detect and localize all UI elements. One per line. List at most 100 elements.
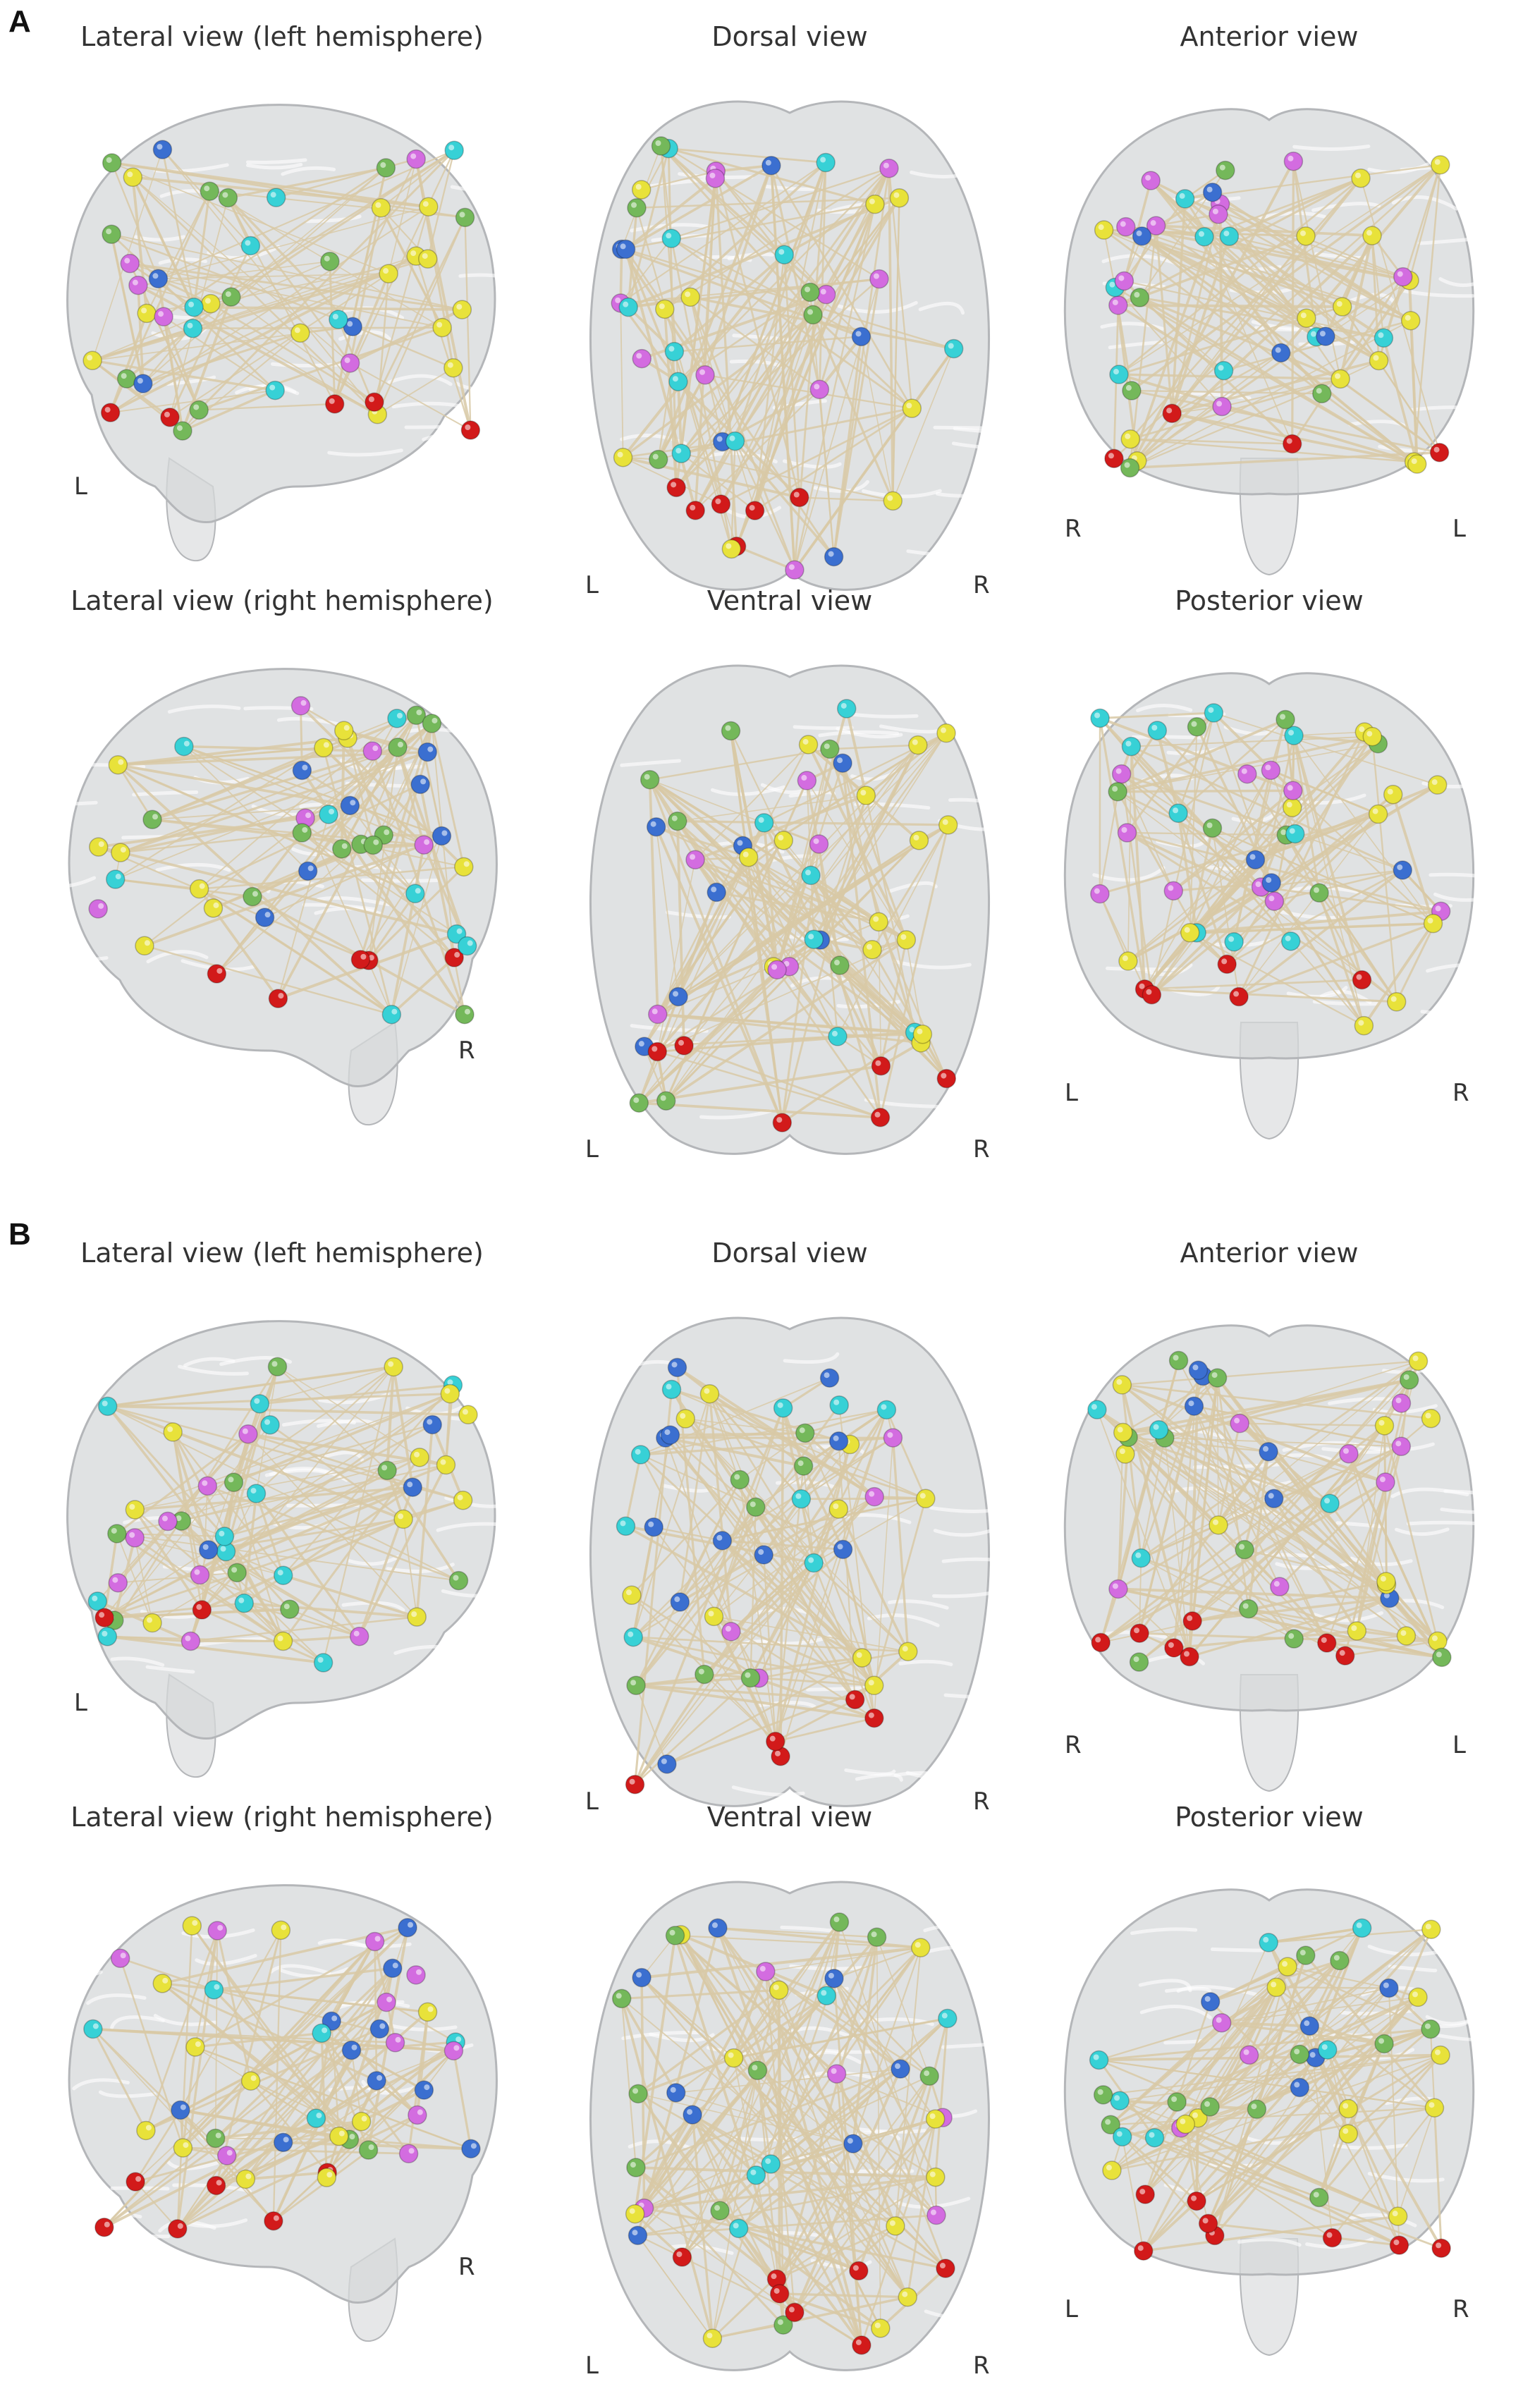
node-highlight <box>716 1535 722 1541</box>
network-node <box>721 721 740 740</box>
node-highlight <box>875 2323 881 2328</box>
node-highlight <box>1120 221 1126 227</box>
network-node <box>103 154 121 172</box>
network-node <box>126 1529 144 1547</box>
node-highlight <box>216 2180 222 2185</box>
network-node <box>1321 1494 1339 1512</box>
node-highlight <box>778 1402 783 1408</box>
network-node <box>667 2084 685 2102</box>
network-node <box>1132 1549 1150 1567</box>
node-highlight <box>205 298 211 304</box>
node-highlight <box>943 819 948 825</box>
view-title: Ventral view <box>536 1802 1044 1833</box>
node-highlight <box>1436 2242 1441 2248</box>
node-highlight <box>1122 827 1127 833</box>
network-node <box>628 199 646 217</box>
node-highlight <box>1145 175 1151 181</box>
node-highlight <box>930 2113 936 2119</box>
node-highlight <box>455 2036 461 2042</box>
network-node <box>330 2127 348 2146</box>
node-highlight <box>869 199 875 204</box>
network-node <box>632 350 651 368</box>
network-node <box>1425 2098 1443 2117</box>
network-node <box>1283 434 1302 453</box>
node-highlight <box>384 829 389 835</box>
node-highlight <box>1191 721 1197 727</box>
gyrus-texture <box>1408 1522 1476 1524</box>
network-node <box>838 699 856 718</box>
network-node <box>1240 2046 1259 2064</box>
network-node <box>1121 430 1139 448</box>
node-highlight <box>1135 1553 1141 1558</box>
network-node <box>1209 1369 1227 1387</box>
node-highlight <box>920 1493 926 1498</box>
network-node <box>95 2218 114 2237</box>
network-node <box>1247 850 1265 869</box>
node-highlight <box>875 1061 881 1066</box>
node-highlight <box>1280 714 1285 720</box>
node-highlight <box>906 403 912 408</box>
network-node <box>1421 1410 1440 1428</box>
network-node <box>1333 298 1352 316</box>
node-highlight <box>1114 2095 1120 2101</box>
node-highlight <box>1287 785 1293 790</box>
node-highlight <box>192 1920 197 1926</box>
node-highlight <box>652 1008 658 1014</box>
network-node <box>865 1709 883 1728</box>
node-highlight <box>344 725 350 731</box>
node-highlight <box>1168 885 1173 891</box>
network-node <box>711 495 730 513</box>
node-highlight <box>146 2125 152 2130</box>
node-highlight <box>1266 877 1271 883</box>
network-node <box>243 888 262 906</box>
node-highlight <box>152 273 158 279</box>
node-highlight <box>853 2265 859 2271</box>
network-node <box>1323 2229 1342 2247</box>
network-node <box>627 2158 645 2177</box>
network-node <box>775 245 793 264</box>
network-node <box>108 1524 126 1543</box>
node-highlight <box>349 2134 355 2139</box>
view-title: Dorsal view <box>536 1237 1044 1269</box>
node-highlight <box>1213 1520 1218 1525</box>
orientation-label-right: R <box>458 2253 475 2281</box>
network-node <box>185 298 203 317</box>
gyrus-texture <box>795 727 852 728</box>
node-highlight <box>750 1501 756 1507</box>
network-node <box>121 255 139 273</box>
node-highlight <box>1287 438 1292 444</box>
network-node <box>668 1358 687 1376</box>
network-node <box>1313 384 1331 403</box>
brain-view: Lateral view (left hemisphere)L <box>28 1237 536 1844</box>
brain-network-render <box>536 1844 1044 2380</box>
node-highlight <box>318 1657 324 1663</box>
node-highlight <box>1311 331 1316 337</box>
node-highlight <box>195 2041 201 2047</box>
network-node <box>863 941 881 959</box>
node-highlight <box>333 314 338 319</box>
node-highlight <box>1314 887 1319 893</box>
network-node <box>614 448 632 467</box>
node-highlight <box>1378 2038 1384 2043</box>
node-highlight <box>465 1009 470 1015</box>
node-highlight <box>690 505 695 511</box>
node-highlight <box>1425 2024 1431 2029</box>
network-node <box>1130 1653 1149 1671</box>
node-highlight <box>300 700 306 706</box>
node-highlight <box>750 505 755 511</box>
node-highlight <box>251 1488 257 1493</box>
node-highlight <box>814 384 819 389</box>
node-highlight <box>135 2176 141 2182</box>
node-highlight <box>632 2088 638 2094</box>
node-highlight <box>181 2104 186 2110</box>
network-node <box>269 989 287 1008</box>
gyrus-texture <box>935 427 1008 428</box>
node-highlight <box>245 2173 251 2179</box>
node-highlight <box>867 944 872 950</box>
network-node <box>200 182 219 200</box>
node-highlight <box>1118 275 1124 281</box>
node-highlight <box>1223 231 1229 236</box>
node-highlight <box>789 564 795 570</box>
network-node <box>1180 1647 1199 1666</box>
